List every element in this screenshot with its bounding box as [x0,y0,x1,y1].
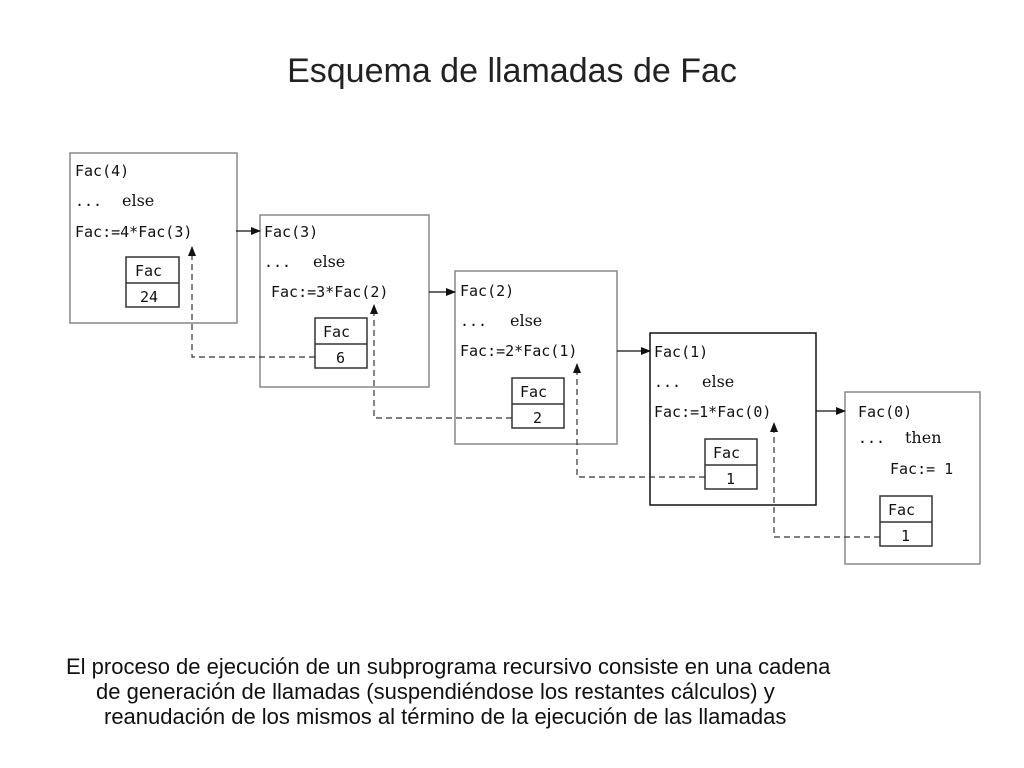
slide-title: Esquema de llamadas de Fac [287,52,737,90]
frame-call: Fac(3) [264,223,318,241]
frame-border [649,332,817,506]
frame-assign: Fac:=1*Fac(0) [654,403,771,421]
frame-call: Fac(4) [75,162,129,180]
frame-assign: Fac:=2*Fac(1) [460,342,577,360]
frame-fac-3: Fac(3) ... else Fac:=3*Fac(2) Fac 6 [259,214,430,388]
fac-value: 1 [726,470,735,488]
return-arrow-2-to-3 [370,304,512,419]
frame-assign: Fac:=4*Fac(3) [75,223,192,241]
frame-border [844,391,981,565]
fac-variable-box: Fac 6 [314,317,368,369]
frame-call: Fac(2) [460,282,514,300]
fac-variable-box: Fac 24 [125,256,180,308]
frame-border [69,152,238,324]
frame-fac-2: Fac(2) ... else Fac:=2*Fac(1) Fac 2 [454,270,618,445]
frame-dots: ... [75,192,102,210]
fac-label: Fac [323,323,350,341]
frame-assign: Fac:=3*Fac(2) [271,283,388,301]
slide-caption: El proceso de ejecución de un subprogram… [66,654,976,729]
frame-keyword: else [702,372,734,391]
fac-variable-box: Fac 1 [704,438,758,490]
return-arrow-0-to-1 [770,422,880,538]
frame-fac-4: Fac(4) ... else Fac:=4*Fac(3) Fac 24 [69,152,238,324]
fac-label: Fac [888,501,915,519]
frame-call: Fac(0) [858,403,912,421]
frame-dots: ... [460,312,487,330]
frame-keyword: then [905,428,942,447]
return-arrow-1-to-2 [573,363,705,478]
frame-keyword: else [313,252,345,271]
frame-border [454,270,618,445]
frame-dots: ... [858,429,885,447]
fac-value: 6 [336,349,345,367]
frame-dots: ... [264,253,291,271]
frame-keyword: else [510,311,542,330]
fac-label: Fac [713,444,740,462]
fac-value: 2 [533,409,542,427]
fac-variable-box: Fac 1 [879,495,933,547]
fac-value: 1 [901,527,910,545]
fac-label: Fac [135,262,162,280]
frame-assign: Fac:= 1 [890,460,953,478]
frame-dots: ... [654,373,681,391]
call-arrows [236,227,846,415]
fac-label: Fac [520,383,547,401]
caption-line-2: de generación de llamadas (suspendiéndos… [96,679,775,704]
frame-fac-1: Fac(1) ... else Fac:=1*Fac(0) Fac 1 [649,332,817,506]
frame-call: Fac(1) [654,343,708,361]
caption-line-3: reanudación de los mismos al término de … [104,704,787,729]
fac-variable-box: Fac 2 [511,377,565,429]
frame-keyword: else [122,191,154,210]
frame-border [259,214,430,388]
return-arrow-3-to-4 [188,246,315,358]
frame-fac-0: Fac(0) ... then Fac:= 1 Fac 1 [844,391,981,565]
return-arrows [188,246,880,538]
caption-line-1: El proceso de ejecución de un subprogram… [66,654,831,679]
fac-value: 24 [140,288,158,306]
